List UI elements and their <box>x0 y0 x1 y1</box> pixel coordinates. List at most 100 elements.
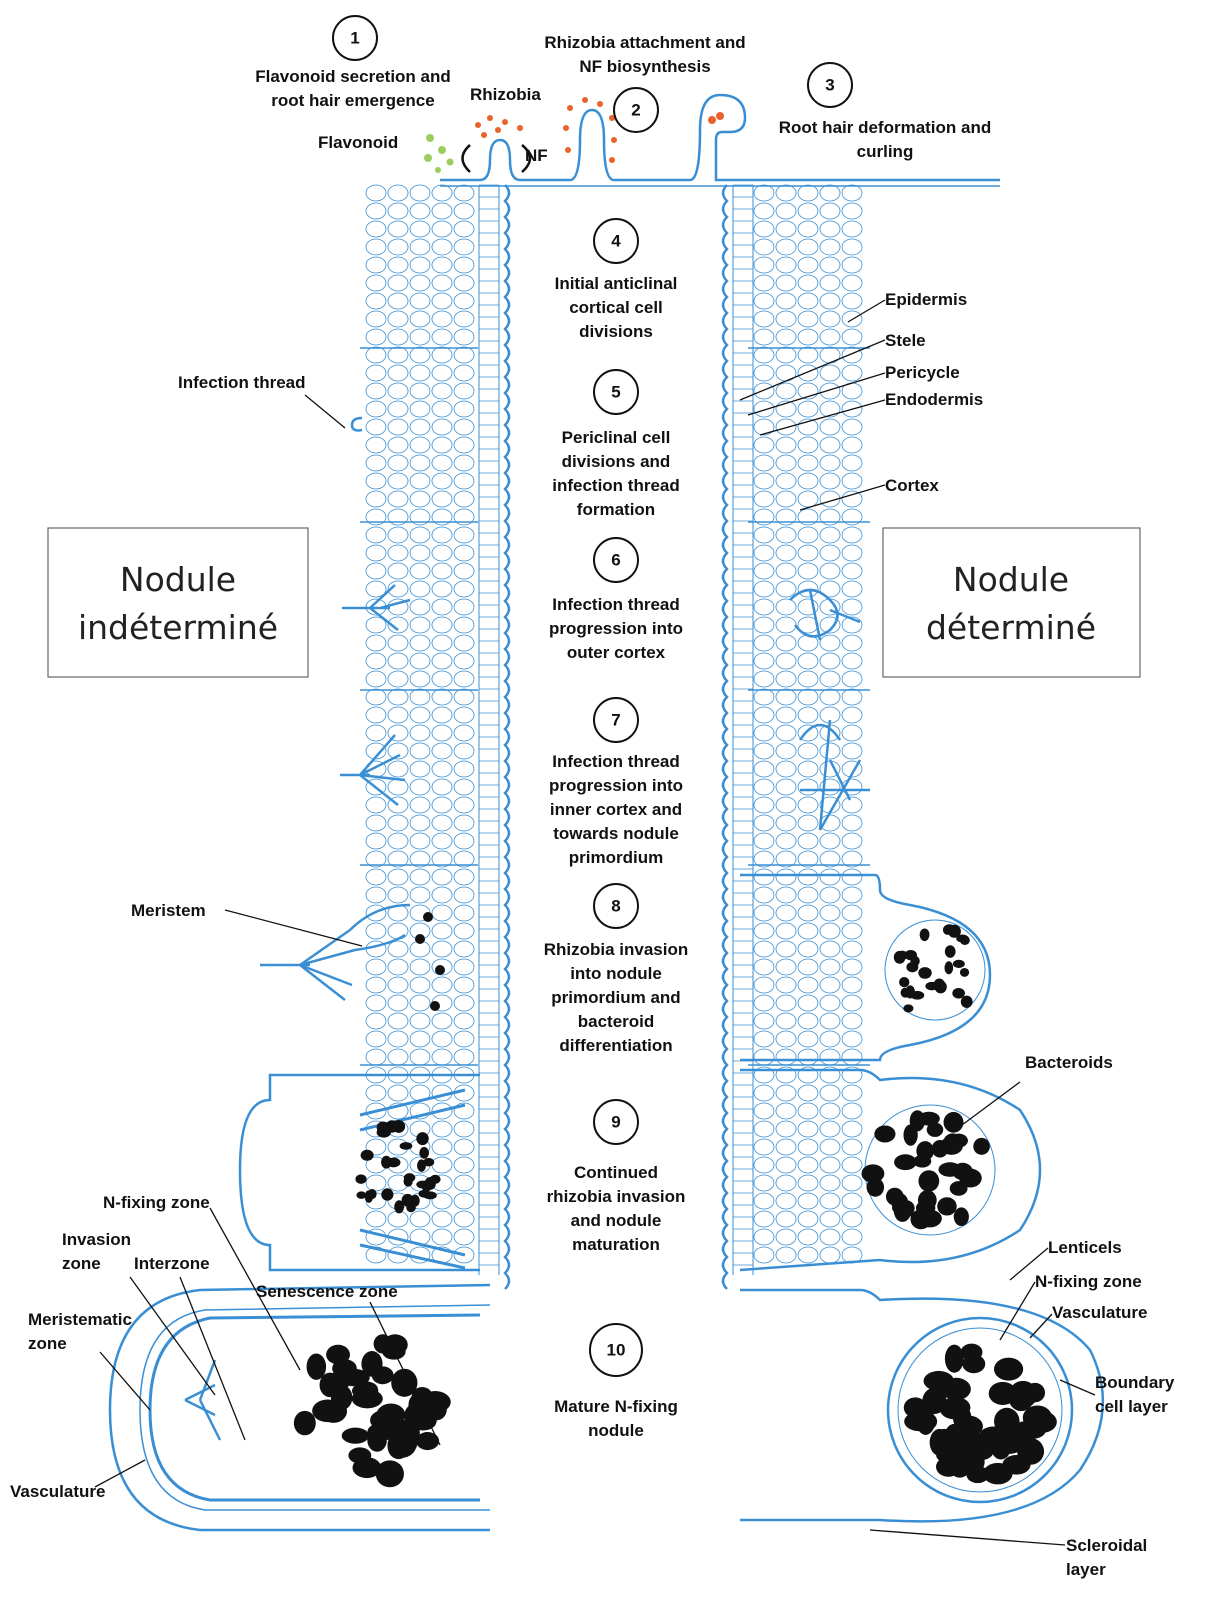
step-10-badge: 10 <box>589 1323 643 1377</box>
step-9-badge: 9 <box>593 1099 639 1145</box>
svg-text:divisions and: divisions and <box>562 452 671 471</box>
right-step8-bacteroids <box>893 924 973 1013</box>
svg-text:cortical cell: cortical cell <box>569 298 663 317</box>
svg-text:nodule: nodule <box>588 1421 644 1440</box>
rhizobia-label: Rhizobia <box>470 85 541 104</box>
left-step8-dots <box>415 912 445 1011</box>
step-5-text: Periclinal cell divisions and infection th… <box>552 428 680 519</box>
svg-text:divisions: divisions <box>579 322 653 341</box>
svg-text:primordium: primordium <box>569 848 663 867</box>
boundary-cell-layer-label-line1: Boundary <box>1095 1373 1175 1392</box>
svg-text:maturation: maturation <box>572 1235 660 1254</box>
indeterminate-nodule-box: Nodule indéterminé <box>47 527 309 678</box>
svg-text:7: 7 <box>611 711 620 730</box>
svg-text:10: 10 <box>607 1341 626 1360</box>
svg-text:Initial anticlinal: Initial anticlinal <box>555 274 678 293</box>
rhizobia-dots <box>475 97 724 163</box>
flavonoid-arrows <box>461 144 532 173</box>
svg-text:progression into: progression into <box>549 619 683 638</box>
senescence-zone-label: Senescence zone <box>256 1282 398 1301</box>
left-vasculature-label: Vasculature <box>10 1482 105 1501</box>
svg-text:outer cortex: outer cortex <box>567 643 666 662</box>
invasion-zone-label-line2: zone <box>62 1254 101 1273</box>
svg-text:5: 5 <box>611 383 620 402</box>
invasion-zone-label-line1: Invasion <box>62 1230 131 1249</box>
svg-text:4: 4 <box>611 232 621 251</box>
step-6-badge: 6 <box>593 537 639 583</box>
svg-text:curling: curling <box>857 142 914 161</box>
step-9-text: Continued rhizobia invasion and nodule matu… <box>547 1163 686 1254</box>
determinate-nodule-box: Nodule déterminé <box>882 527 1141 678</box>
svg-text:Continued: Continued <box>574 1163 658 1182</box>
right-step8-nodule <box>740 873 992 1062</box>
step-3-badge: 3 <box>807 62 853 108</box>
svg-text:root hair emergence: root hair emergence <box>271 91 434 110</box>
step-1-badge: 1 <box>332 15 378 61</box>
interzone-label: Interzone <box>134 1254 210 1273</box>
svg-text:6: 6 <box>611 551 620 570</box>
svg-text:Periclinal cell: Periclinal cell <box>562 428 671 447</box>
svg-text:progression into: progression into <box>549 776 683 795</box>
scleroidal-layer-label-line2: layer <box>1066 1560 1106 1579</box>
svg-text:Infection thread: Infection thread <box>552 595 680 614</box>
pericycle-label: Pericycle <box>885 363 960 382</box>
top-root-surface <box>440 93 1000 187</box>
boundary-cell-layer-label-line2: cell layer <box>1095 1397 1168 1416</box>
right-mature-nodule <box>740 1288 1105 1523</box>
left-infection-threads <box>260 416 411 1001</box>
svg-text:3: 3 <box>825 76 834 95</box>
meristematic-zone-label-line1: Meristematic <box>28 1310 132 1329</box>
svg-text:NF biosynthesis: NF biosynthesis <box>579 57 710 76</box>
left-mature-bacteroids <box>293 1334 451 1488</box>
right-vasculature-label: Vasculature <box>1052 1303 1147 1322</box>
svg-text:Flavonoid secretion and: Flavonoid secretion and <box>255 67 451 86</box>
nf-label: NF <box>525 146 548 165</box>
step-7-text: Infection thread progression into inner co… <box>549 752 683 867</box>
cortex-label: Cortex <box>885 476 939 495</box>
svg-text:déterminé: déterminé <box>926 608 1096 647</box>
svg-text:and nodule: and nodule <box>571 1211 662 1230</box>
right-n-fixing-zone-label: N-fixing zone <box>1035 1272 1142 1291</box>
left-root-strip <box>360 184 511 1290</box>
svg-text:rhizobia invasion: rhizobia invasion <box>547 1187 686 1206</box>
step-6-text: Infection thread progression into outer co… <box>549 595 683 662</box>
step-4-text: Initial anticlinal cortical cell divisions <box>555 274 678 341</box>
flavonoid-dots <box>424 134 454 173</box>
meristem-label: Meristem <box>131 901 206 920</box>
svg-text:into nodule: into nodule <box>570 964 662 983</box>
step-4-badge: 4 <box>593 218 639 264</box>
svg-text:Root hair deformation and: Root hair deformation and <box>779 118 992 137</box>
meristematic-zone-label-line2: zone <box>28 1334 67 1353</box>
svg-text:Rhizobia invasion: Rhizobia invasion <box>544 940 689 959</box>
svg-text:inner cortex and: inner cortex and <box>550 800 682 819</box>
svg-text:formation: formation <box>577 500 655 519</box>
svg-text:indéterminé: indéterminé <box>78 608 278 647</box>
svg-text:Infection thread: Infection thread <box>552 752 680 771</box>
stele-label: Stele <box>885 331 926 350</box>
left-n-fixing-zone-label: N-fixing zone <box>103 1193 210 1212</box>
right-step9-bacteroids <box>861 1110 990 1230</box>
step-7-badge: 7 <box>593 697 639 743</box>
svg-text:2: 2 <box>631 101 640 120</box>
endodermis-label: Endodermis <box>885 390 983 409</box>
lenticels-label: Lenticels <box>1048 1238 1122 1257</box>
bacteroids-label: Bacteroids <box>1025 1053 1113 1072</box>
left-step9-bacteroids <box>355 1119 441 1214</box>
step-8-badge: 8 <box>593 883 639 929</box>
svg-text:towards nodule: towards nodule <box>553 824 679 843</box>
right-infection-threads <box>789 588 870 831</box>
step-1-text: Flavonoid secretion and root hair emergen… <box>255 67 451 110</box>
svg-text:differentiation: differentiation <box>559 1036 672 1055</box>
infection-thread-label: Infection thread <box>178 373 306 392</box>
left-step9-nodule <box>238 1073 480 1272</box>
epidermis-label: Epidermis <box>885 290 967 309</box>
svg-text:Nodule: Nodule <box>120 560 236 599</box>
scleroidal-layer-label-line1: Scleroidal <box>1066 1536 1147 1555</box>
step-5-badge: 5 <box>593 369 639 415</box>
svg-text:infection thread: infection thread <box>552 476 680 495</box>
right-root-strip <box>721 184 870 1290</box>
